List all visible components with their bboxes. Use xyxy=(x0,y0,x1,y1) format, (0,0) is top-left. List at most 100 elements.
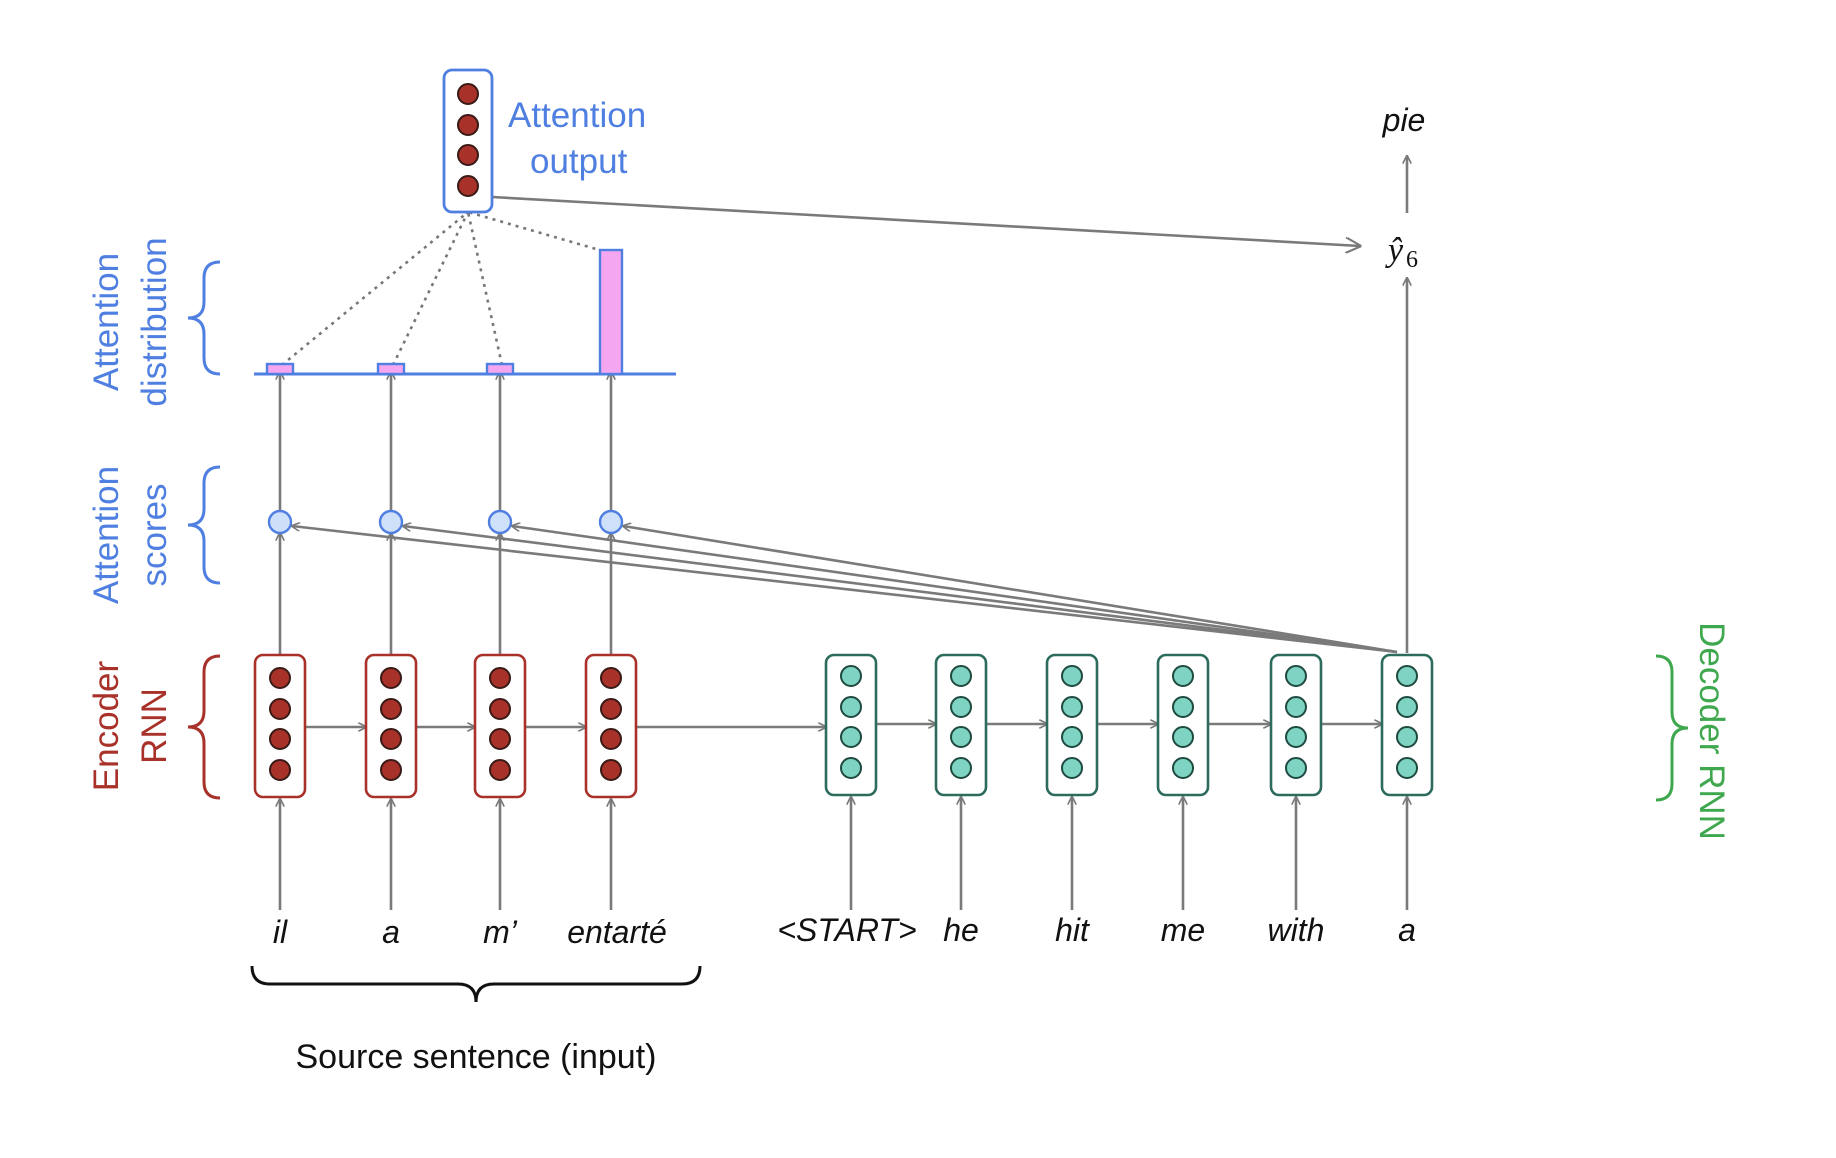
decoder-neuron-dot xyxy=(950,696,972,718)
decoder-hidden-state xyxy=(1156,653,1210,797)
decoder-neuron-dot xyxy=(1285,696,1307,718)
attention-scores-brace xyxy=(187,465,221,585)
attention-output-dot xyxy=(457,144,479,166)
encoder-neuron-dot xyxy=(600,667,622,689)
decoder-neuron-dot xyxy=(1285,665,1307,687)
input-word: hit xyxy=(1055,912,1090,948)
attention-scores xyxy=(267,509,624,535)
decoder-state-box xyxy=(934,653,988,797)
input-word: entarté xyxy=(567,914,667,950)
decoder-state-box xyxy=(1380,653,1434,797)
decoder-neuron-dot xyxy=(1172,696,1194,718)
decoder-neuron-dot xyxy=(950,726,972,748)
encoder-neuron-dot xyxy=(489,698,511,720)
attention-distribution-label-line1: Attention xyxy=(87,253,126,391)
decoder-to-score-arrow xyxy=(292,526,1398,654)
decoder-state-box xyxy=(1269,653,1323,797)
attention-output-to-prediction-arrow xyxy=(491,195,1360,246)
decoder-neuron-dot xyxy=(840,757,862,779)
attention-weighting-lines xyxy=(281,210,604,367)
decoder-rnn-brace xyxy=(1655,654,1689,802)
decoder-neuron-dot xyxy=(1172,665,1194,687)
input-word: he xyxy=(943,912,979,948)
attention-weighting-line xyxy=(466,211,504,366)
decoder-neuron-dot xyxy=(950,665,972,687)
decoder-state-box xyxy=(824,653,878,797)
encoder-state-box xyxy=(584,653,638,799)
encoder-rnn xyxy=(253,653,638,799)
input-word: a xyxy=(1398,912,1416,948)
attention-weight-bar xyxy=(598,248,624,376)
decoder-hidden-state xyxy=(934,653,988,797)
attention-output-label-line1: Attention xyxy=(508,96,646,135)
encoder-neuron-dot xyxy=(600,698,622,720)
input-word: me xyxy=(1161,912,1205,948)
encoder-hidden-state xyxy=(473,653,527,799)
decoder-neuron-dot xyxy=(1061,696,1083,718)
decoder-neuron-dot xyxy=(1396,757,1418,779)
decoder-neuron-dot xyxy=(1396,696,1418,718)
attention-score-node xyxy=(267,509,293,535)
decoder-neuron-dot xyxy=(1285,757,1307,779)
encoder-neuron-dot xyxy=(600,759,622,781)
input-word: il xyxy=(273,914,288,950)
encoder-neuron-dot xyxy=(380,759,402,781)
encoder-rnn-label: Encoder RNN xyxy=(87,660,174,791)
decoder-neuron-dot xyxy=(1285,726,1307,748)
encoder-neuron-dot xyxy=(269,759,291,781)
encoder-hidden-state xyxy=(364,653,418,799)
decoder-to-score-arrow xyxy=(623,526,1398,654)
y-hat-subscript: 6 xyxy=(1406,247,1418,273)
encoder-hidden-state xyxy=(253,653,307,799)
decoder-rnn-label-text: Decoder RNN xyxy=(1692,622,1731,840)
encoder-rnn-label-line2: RNN xyxy=(135,688,174,764)
encoder-state-box xyxy=(473,653,527,799)
attention-output-dot xyxy=(457,83,479,105)
decoder-neuron-dot xyxy=(950,757,972,779)
input-word: <START> xyxy=(777,912,916,948)
decoder-neuron-dot xyxy=(1061,757,1083,779)
attention-scores-label: Attention scores xyxy=(87,466,174,604)
decoder-neuron-dot xyxy=(840,696,862,718)
input-word: m’ xyxy=(483,914,518,950)
attention-scores-label-line1: Attention xyxy=(87,466,126,604)
decoder-hidden-state xyxy=(1269,653,1323,797)
decoder-neuron-dot xyxy=(1061,665,1083,687)
encoder-neuron-dot xyxy=(489,728,511,750)
decoder-neuron-dot xyxy=(1172,757,1194,779)
decoder-hidden-state xyxy=(1380,653,1434,797)
encoder-neuron-dot xyxy=(269,667,291,689)
attention-weighting-line xyxy=(281,210,469,367)
attention-weight-bar xyxy=(265,362,295,376)
y-hat-symbol: ŷ xyxy=(1385,232,1404,269)
encoder-rnn-brace xyxy=(187,654,221,800)
decoder-hidden-state xyxy=(824,653,878,797)
attention-weight-bar xyxy=(485,362,515,376)
source-sentence-brace xyxy=(250,965,702,1003)
encoder-neuron-dot xyxy=(600,728,622,750)
encoder-rnn-label-line1: Encoder xyxy=(87,660,126,791)
attention-output xyxy=(442,68,494,214)
attention-output-box xyxy=(442,68,494,214)
decoder-neuron-dot xyxy=(1172,726,1194,748)
decoder-state-box xyxy=(1156,653,1210,797)
encoder-neuron-dot xyxy=(269,698,291,720)
decoder-rnn-label: Decoder RNN xyxy=(1692,622,1731,840)
encoder-neuron-dot xyxy=(489,759,511,781)
attention-weighting-line xyxy=(391,211,470,366)
attention-weighting-line xyxy=(467,210,604,253)
attention-output-dot xyxy=(457,114,479,136)
decoder-to-score-arrow xyxy=(512,526,1398,654)
encoder-state-box xyxy=(253,653,307,799)
section-braces xyxy=(187,260,1689,1003)
encoder-neuron-dot xyxy=(269,728,291,750)
source-sentence-label: Source sentence (input) xyxy=(296,1038,657,1076)
encoder-neuron-dot xyxy=(489,667,511,689)
decoder-neuron-dot xyxy=(1061,726,1083,748)
attention-distribution-brace xyxy=(187,260,221,376)
attention-scores-label-line2: scores xyxy=(135,483,174,586)
encoder-neuron-dot xyxy=(380,728,402,750)
encoder-neuron-dot xyxy=(380,667,402,689)
